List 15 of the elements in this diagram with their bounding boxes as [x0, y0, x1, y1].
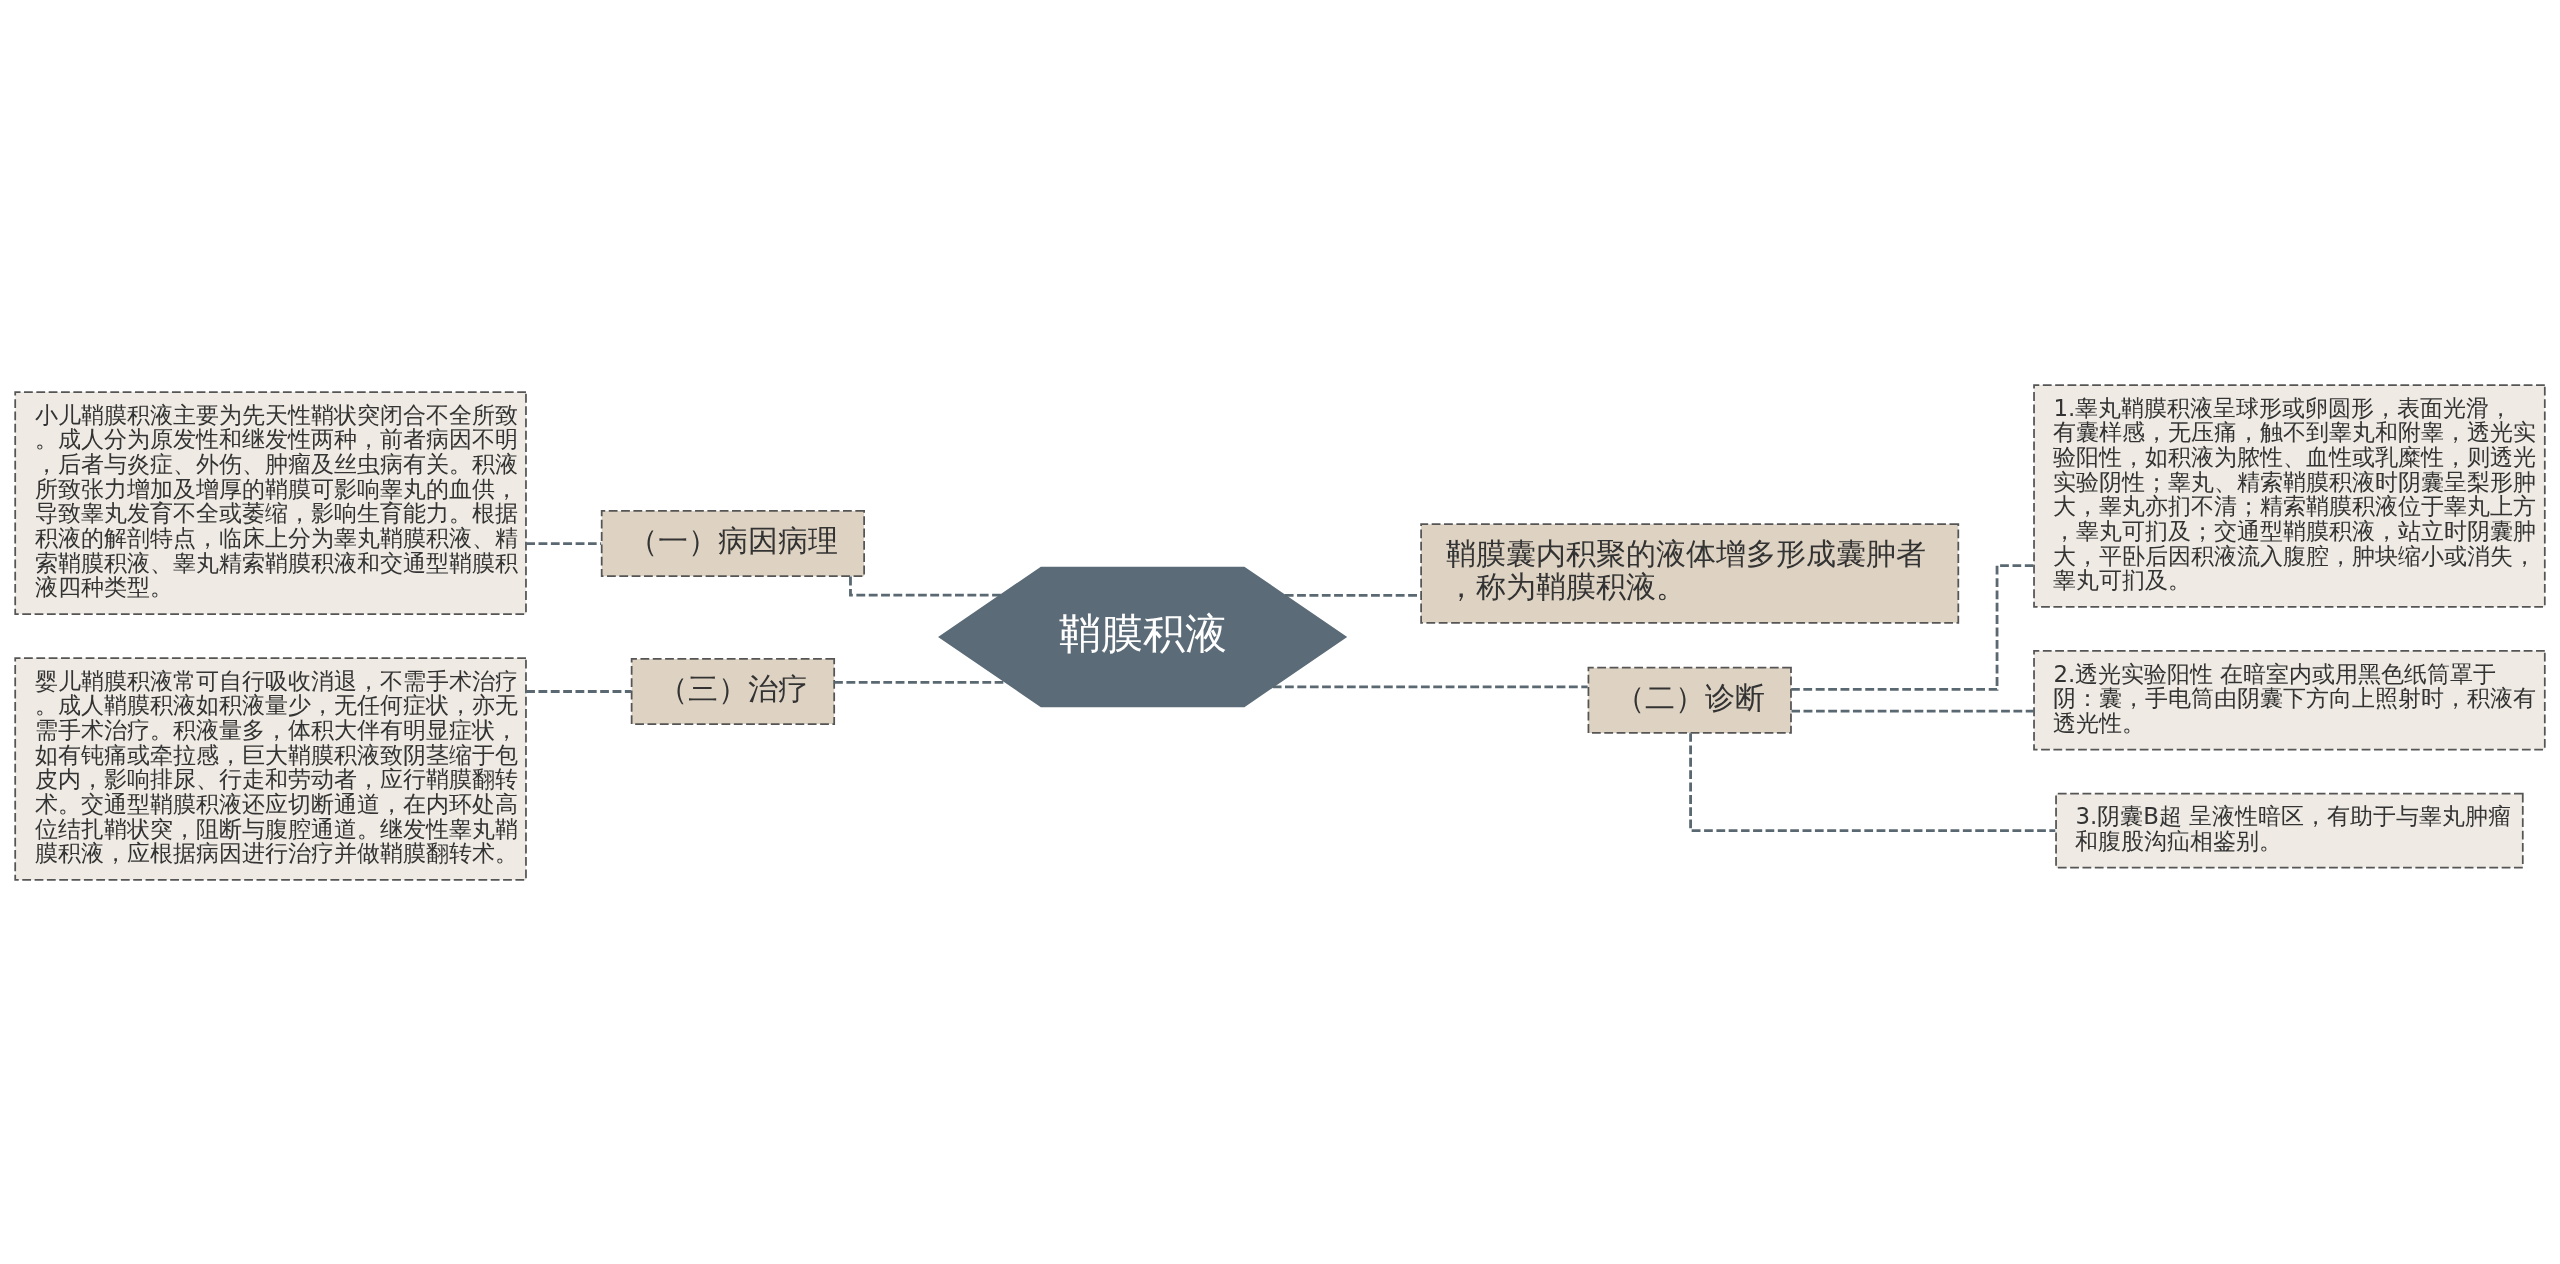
node-box: 鞘膜囊内积聚的液体增多形成囊肿者，称为鞘膜积液。: [1420, 522, 1960, 624]
node-box: （二）诊断: [1587, 666, 1792, 734]
connector: [1689, 732, 2056, 832]
node-box: 婴儿鞘膜积液常可自行吸收消退，不需手术治疗。成人鞘膜积液如积液量少，无任何症状，亦无需手术治疗。积液量多，体积大伴有明显症状，如有钝痛或牵拉感，巨大鞘膜积液致阴茎缩于包皮内，影响排尿、行走和劳动者，应行鞘膜翻转术。交通型鞘膜积液还应切断通道，在内环处高位结扎鞘状突，阻断与腹腔通道。继发性睾丸鞘膜积液，应根据病因进行治疗并做鞘膜翻转术。: [14, 656, 527, 881]
connector: [1791, 709, 2034, 713]
connector: [1272, 684, 1588, 688]
connector: [526, 689, 632, 693]
node-box: 2.透光实验阳性 在暗室内或用黑色纸筒罩于阴：囊，手电筒由阴囊下方向上照射时，积液有透光性。: [2033, 649, 2546, 750]
node-box: 小儿鞘膜积液主要为先天性鞘状突闭合不全所致。成人分为原发性和继发性两种，前者病因不明，后者与炎症、外伤、肿瘤及丝虫病有关。积液所致张力增加及增厚的鞘膜可影响睾丸的血供，导致睾丸发育不全或萎缩，影响生育能力。根据积液的解剖特点，临床上分为睾丸鞘膜积液、精索鞘膜积液、睾丸精索鞘膜积液和交通型鞘膜积液四种类型。: [14, 390, 527, 615]
node-box: 3.阴囊B超 呈液性暗区，有助于与睾丸肿瘤和腹股沟疝相鉴别。: [2055, 792, 2524, 868]
connector: [1791, 563, 2034, 691]
node-box: 1.睾丸鞘膜积液呈球形或卵圆形，表面光滑，有囊样感，无压痛，触不到睾丸和附睾，透光实验阳性，如积液为脓性、血性或乳糜性，则透光实验阴性；睾丸、精索鞘膜积液时阴囊呈梨形肿大，睾丸亦扪不清；精索鞘膜积液位于睾丸上方，睾丸可扪及；交通型鞘膜积液，站立时阴囊肿大，平卧后因积液流入腹腔，肿块缩小或消失，睾丸可扪及。: [2033, 383, 2546, 608]
node-box: （一）病因病理: [600, 509, 865, 577]
node-box: （三）治疗: [630, 657, 836, 725]
connector: [526, 541, 602, 545]
